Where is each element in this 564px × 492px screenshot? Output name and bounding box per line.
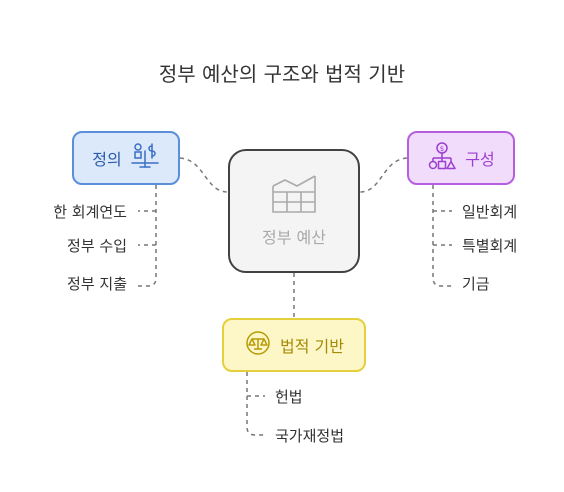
table-chart-icon <box>269 174 319 218</box>
hierarchy-icon: $ <box>427 141 457 175</box>
legal-basis-label: 법적 기반 <box>280 337 344 356</box>
definition-item-fiscal-year: 한 회계연도 <box>53 203 127 221</box>
definition-item-expenditure: 정부 지출 <box>67 275 127 293</box>
scales-justice-icon <box>244 329 272 361</box>
definition-label: 정의 <box>92 150 122 169</box>
composition-node: $ 구성 <box>407 131 515 185</box>
center-node: 정부 예산 <box>228 149 360 273</box>
composition-item-general-account: 일반회계 <box>462 203 518 221</box>
composition-item-special-account: 특별회계 <box>462 237 518 255</box>
legal-item-constitution: 헌법 <box>275 388 303 406</box>
composition-label: 구성 <box>465 150 495 169</box>
svg-text:$: $ <box>440 145 444 153</box>
definition-branch-line <box>138 185 157 287</box>
center-label: 정부 예산 <box>262 228 326 247</box>
connector-composition <box>359 157 408 193</box>
connector-definition <box>179 157 229 193</box>
legal-branch-line <box>246 372 265 436</box>
definition-item-revenue: 정부 수입 <box>67 237 127 255</box>
definition-node: 정의 <box>72 131 180 185</box>
legal-basis-node: 법적 기반 <box>222 318 366 372</box>
composition-branch-line <box>432 185 452 287</box>
legal-item-national-finance-act: 국가재정법 <box>275 427 345 445</box>
diagram-title: 정부 예산의 구조와 법적 기반 <box>158 62 406 86</box>
scale-money-icon <box>130 141 160 175</box>
composition-item-fund: 기금 <box>462 275 490 293</box>
